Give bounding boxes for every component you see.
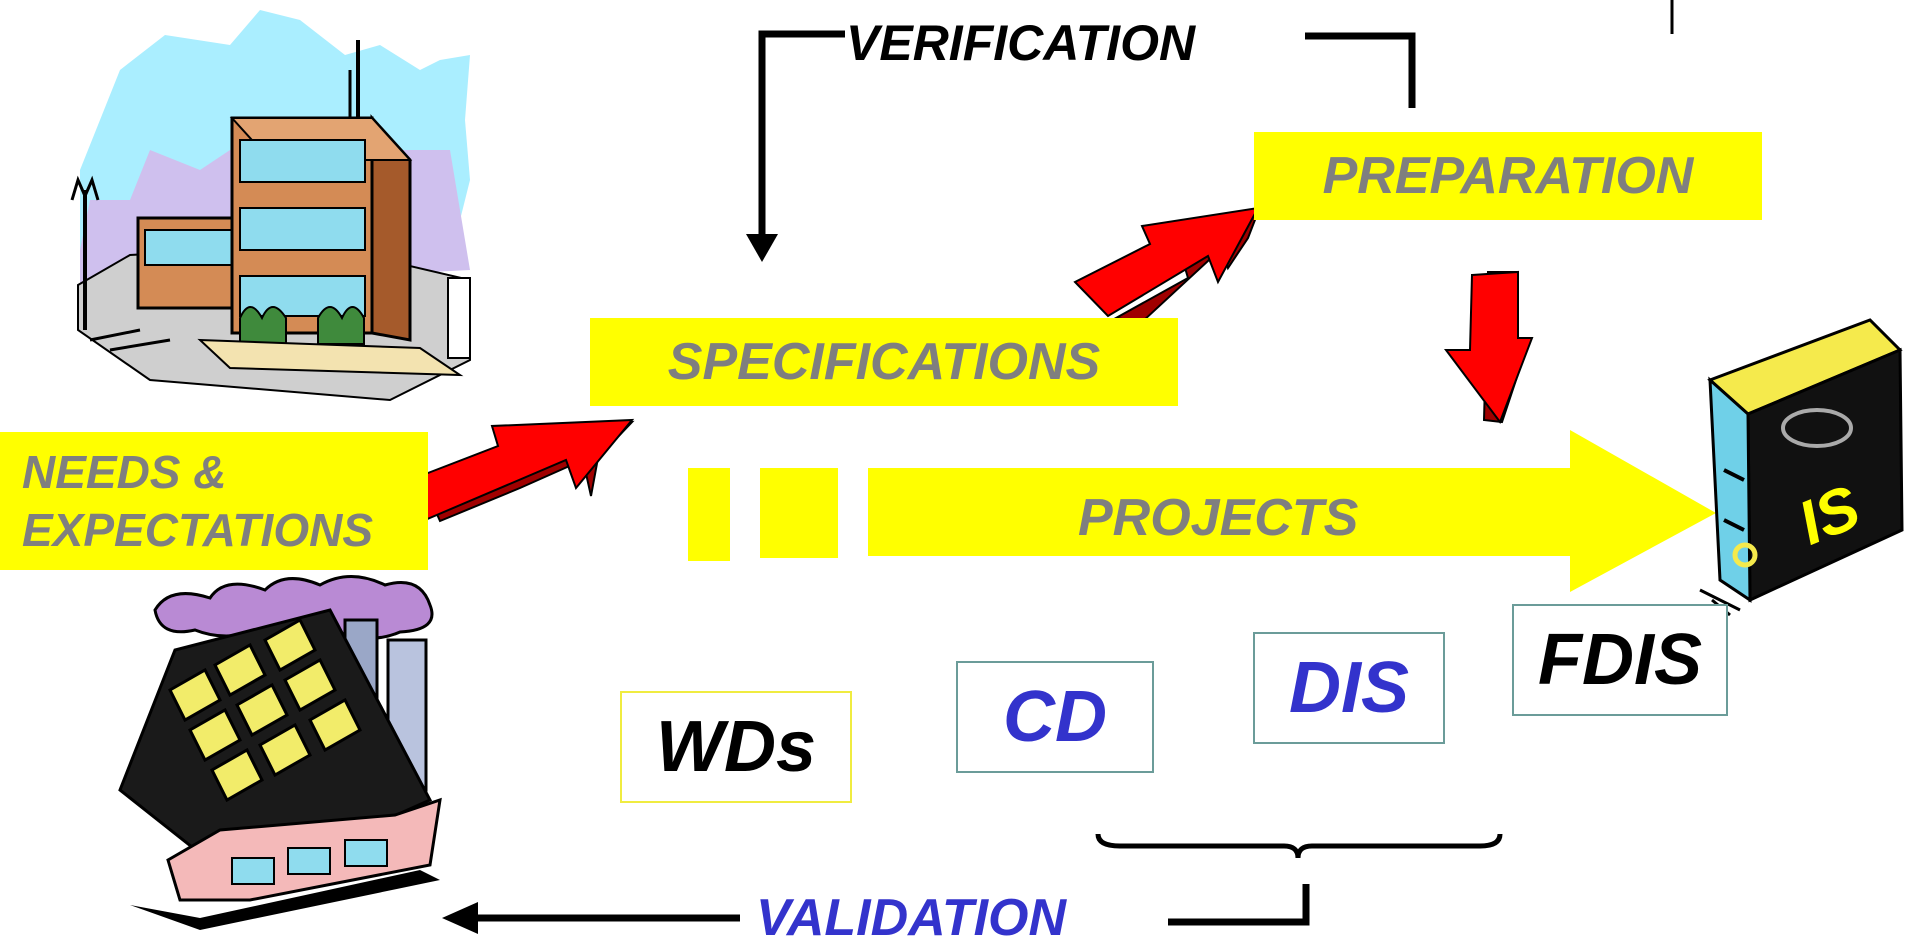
stage-label-cd: CD <box>1003 677 1107 757</box>
stage-box-wds: WDs <box>620 691 852 803</box>
project-segment-1 <box>688 468 730 561</box>
stage-box-dis: DIS <box>1253 632 1445 744</box>
office-building-icon <box>70 10 471 402</box>
red-arrow-prep-down <box>1444 270 1534 425</box>
project-segment-2 <box>760 468 838 558</box>
factory-icon <box>118 575 442 930</box>
stage-label-dis: DIS <box>1288 648 1410 728</box>
verification-bracket <box>758 30 1416 236</box>
verification-label: VERIFICATION <box>846 15 1196 71</box>
red-arrow-needs-to-specs <box>413 418 635 523</box>
projects-arrow <box>868 430 1716 592</box>
validation-arrowhead <box>442 902 478 934</box>
stage-label-fdis: FDIS <box>1537 620 1702 700</box>
projects-label: PROJECTS <box>1078 489 1359 547</box>
specifications-label: SPECIFICATIONS <box>667 333 1101 391</box>
specifications-box: SPECIFICATIONS <box>590 318 1178 406</box>
preparation-box: PREPARATION <box>1254 132 1762 220</box>
stage-box-fdis: FDIS <box>1512 604 1728 716</box>
red-arrow-specs-to-prep <box>1073 206 1260 324</box>
preparation-label: PREPARATION <box>1322 147 1694 205</box>
needs-label-line1: NEEDS & <box>22 446 227 498</box>
needs-expectations-box: NEEDS & EXPECTATIONS <box>0 432 428 570</box>
stage-box-cd: CD <box>956 661 1154 773</box>
verification-arrowhead <box>746 234 778 262</box>
standard-book-icon <box>1699 318 1904 617</box>
validation-bracket-right <box>1168 884 1310 926</box>
validation-brace <box>1095 833 1503 859</box>
stage-label-wds: WDs <box>656 707 816 787</box>
validation-label: VALIDATION <box>756 889 1067 947</box>
needs-label-line2: EXPECTATIONS <box>22 504 373 556</box>
